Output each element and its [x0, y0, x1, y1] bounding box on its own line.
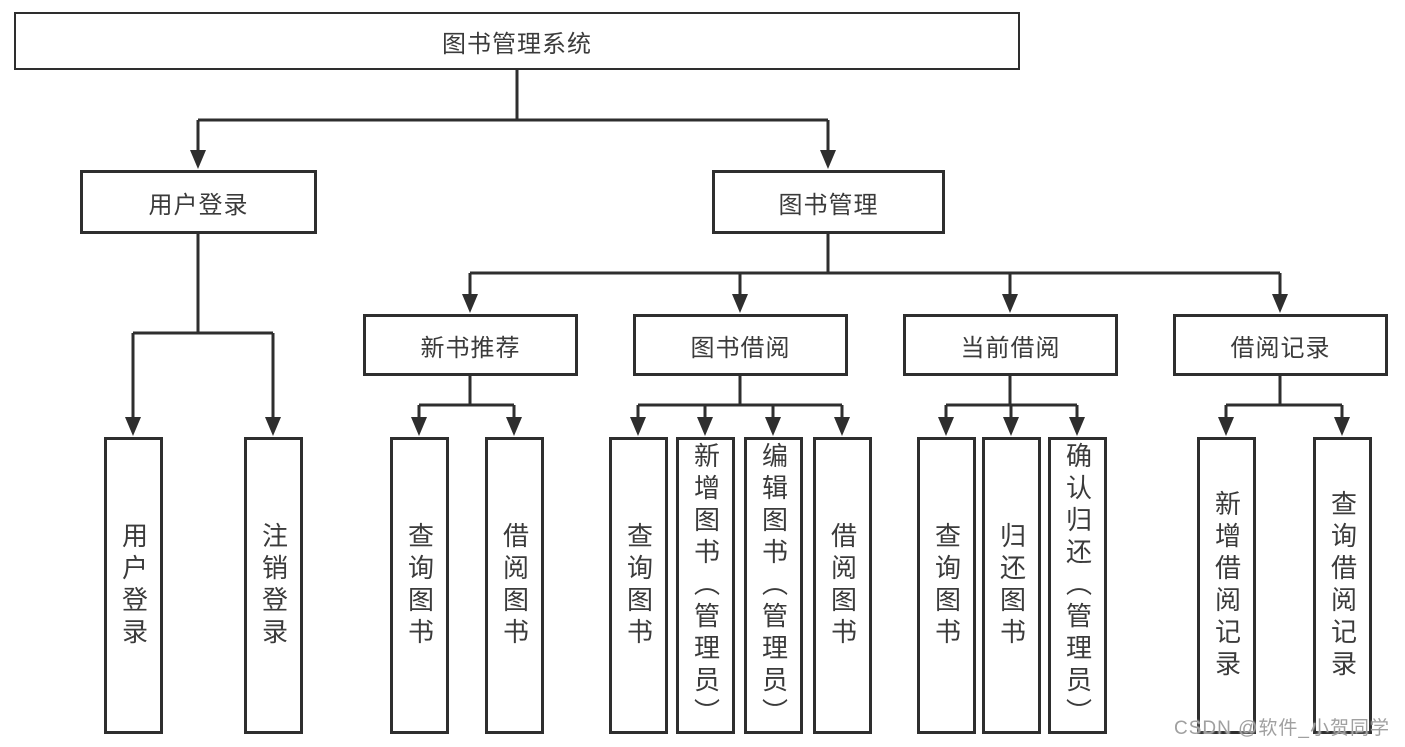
node-current-borrow: 当前借阅 [903, 314, 1118, 376]
arrowheads [125, 150, 1350, 436]
leaf-br-query-record-label: 查询借阅记录 [1327, 489, 1358, 682]
leaf-cb-query-books: 查询图书 [917, 437, 976, 734]
node-new-book-recommend: 新书推荐 [363, 314, 578, 376]
node-new-book-recommend-label: 新书推荐 [420, 334, 521, 362]
leaf-bb-borrow-books-label: 借阅图书 [827, 521, 858, 650]
leaf-bb-query-books-label: 查询图书 [623, 521, 654, 650]
node-book-borrow-label: 图书借阅 [690, 334, 791, 362]
leaf-bb-edit-books-label: 编辑图书（管理员） [758, 441, 789, 730]
leaf-rec-borrow-books-label: 借阅图书 [499, 521, 530, 650]
node-borrow-records-label: 借阅记录 [1230, 334, 1331, 362]
leaf-user-login-label: 用户登录 [118, 521, 149, 650]
leaf-rec-borrow-books: 借阅图书 [485, 437, 544, 734]
leaf-bb-add-books: 新增图书（管理员） [676, 437, 735, 734]
leaf-bb-borrow-books: 借阅图书 [813, 437, 872, 734]
leaf-cb-return-books-label: 归还图书 [996, 521, 1027, 650]
leaf-logout-label: 注销登录 [258, 521, 289, 650]
leaf-cb-confirm-return-label: 确认归还（管理员） [1062, 441, 1093, 730]
leaf-bb-edit-books: 编辑图书（管理员） [744, 437, 803, 734]
leaf-user-login: 用户登录 [104, 437, 163, 734]
node-book-borrow: 图书借阅 [633, 314, 848, 376]
node-book-management-label: 图书管理 [778, 191, 879, 219]
node-borrow-records: 借阅记录 [1173, 314, 1388, 376]
leaf-bb-query-books: 查询图书 [609, 437, 668, 734]
node-root-label: 图书管理系统 [442, 30, 592, 58]
node-user-login: 用户登录 [80, 170, 317, 234]
node-book-management: 图书管理 [712, 170, 945, 234]
leaf-bb-add-books-label: 新增图书（管理员） [690, 441, 721, 730]
node-root: 图书管理系统 [14, 12, 1020, 70]
leaf-br-add-record: 新增借阅记录 [1197, 437, 1256, 734]
leaf-br-query-record: 查询借阅记录 [1313, 437, 1372, 734]
leaf-cb-confirm-return: 确认归还（管理员） [1048, 437, 1107, 734]
leaf-rec-query-books-label: 查询图书 [404, 521, 435, 650]
leaf-cb-query-books-label: 查询图书 [931, 521, 962, 650]
leaf-logout: 注销登录 [244, 437, 303, 734]
leaf-cb-return-books: 归还图书 [982, 437, 1041, 734]
leaf-br-add-record-label: 新增借阅记录 [1211, 489, 1242, 682]
node-user-login-label: 用户登录 [148, 191, 249, 219]
leaf-rec-query-books: 查询图书 [390, 437, 449, 734]
node-current-borrow-label: 当前借阅 [960, 334, 1061, 362]
csdn-watermark: CSDN @软件_小贺同学 [1174, 718, 1390, 739]
